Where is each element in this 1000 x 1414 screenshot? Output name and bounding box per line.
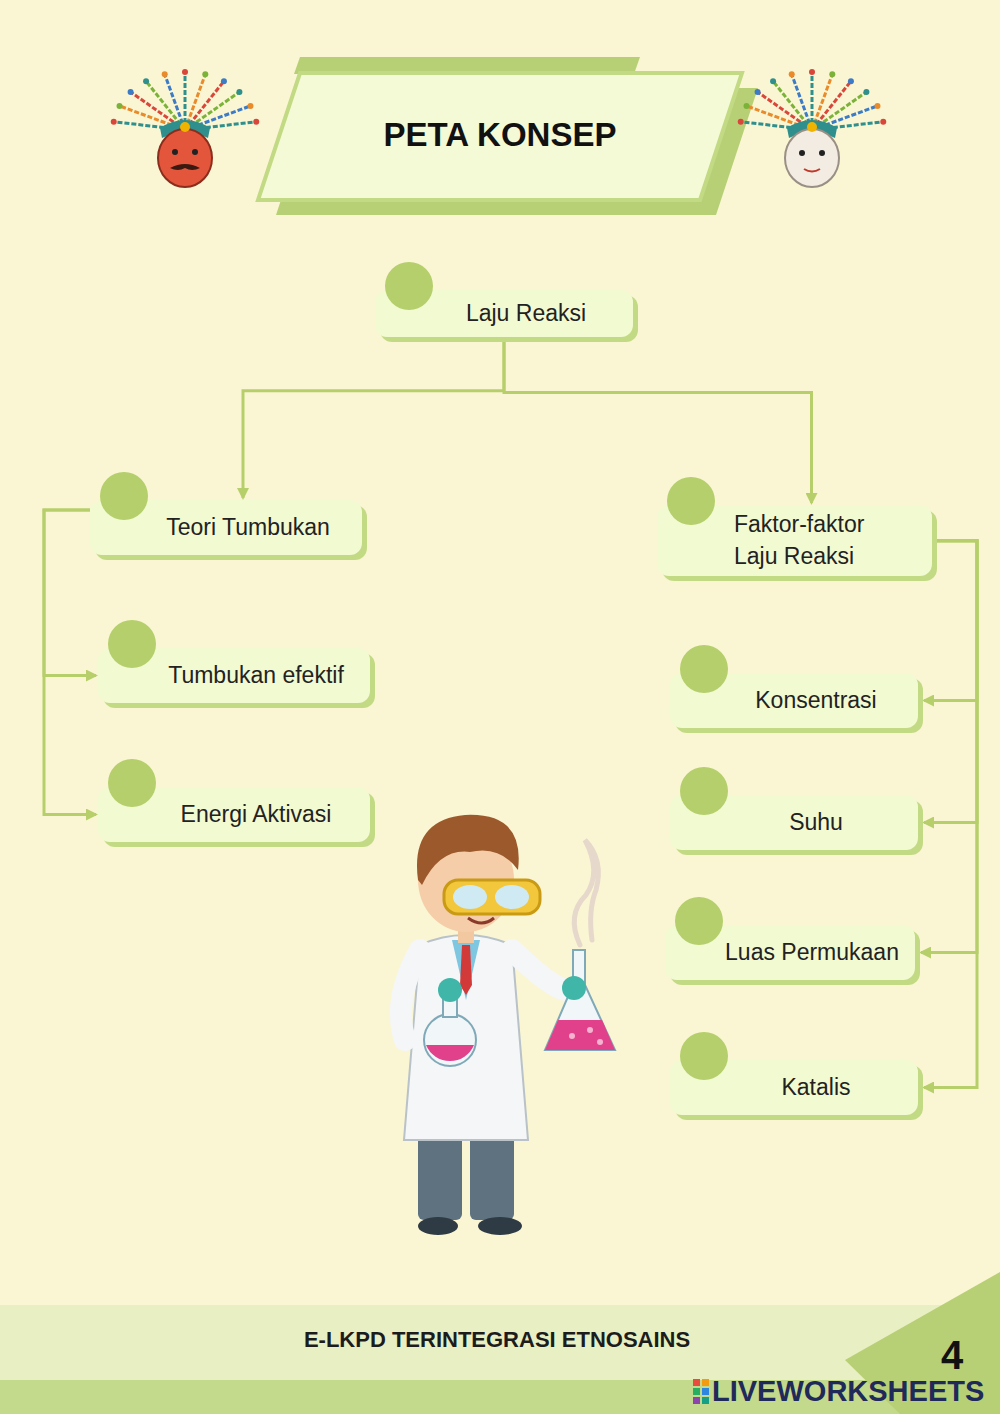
feather-tip: [809, 69, 815, 75]
feather-tip: [182, 69, 188, 75]
concept-label: Energi Aktivasi: [181, 799, 332, 831]
feather-tip: [829, 71, 835, 77]
footer-band: [0, 1305, 1000, 1383]
scientist-figure: [401, 815, 615, 1235]
connector-arrow: [243, 337, 504, 498]
concept-box: Luas Permukaan: [665, 925, 915, 980]
concept-label: Teori Tumbukan: [166, 512, 330, 544]
feather-tip: [863, 89, 869, 95]
feather-tip: [880, 119, 886, 125]
feather-tip: [162, 71, 168, 77]
feather-tip: [143, 78, 149, 84]
footer-text: E-LKPD TERINTEGRASI ETNOSAINS: [304, 1327, 690, 1353]
node-dot: [680, 1032, 728, 1080]
feather-tip: [738, 119, 744, 125]
feather-tip: [848, 78, 854, 84]
concept-box: Energi Aktivasi: [98, 787, 370, 842]
feather-tip: [770, 78, 776, 84]
node-dot: [385, 262, 433, 310]
logo-icon: [693, 1379, 709, 1404]
feather-tip: [253, 119, 259, 125]
feather-tip: [755, 89, 761, 95]
concept-box: Faktor-faktor Laju Reaksi: [657, 505, 932, 576]
concept-box: Tumbukan efektif: [98, 648, 370, 703]
concept-label: Katalis: [781, 1072, 850, 1104]
mask-left: [158, 120, 212, 187]
feather-tip: [744, 103, 750, 109]
feather-tip: [789, 71, 795, 77]
concept-label: Laju Reaksi: [466, 298, 586, 330]
mask-right: [785, 120, 839, 187]
connector-arrow: [44, 510, 96, 815]
connector-arrow: [44, 510, 96, 676]
connector-arrow: [921, 541, 977, 953]
feather-tip: [111, 119, 117, 125]
concept-box: Teori Tumbukan: [90, 500, 362, 555]
page-number: 4: [941, 1333, 963, 1378]
node-dot: [108, 759, 156, 807]
feather-tip: [236, 89, 242, 95]
concept-box: Laju Reaksi: [375, 290, 633, 337]
watermark: LIVEWORKSHEETS: [712, 1375, 984, 1408]
concept-label: Faktor-faktor Laju Reaksi: [734, 509, 899, 572]
node-dot: [108, 620, 156, 668]
concept-box: Katalis: [670, 1060, 918, 1115]
concept-box: Suhu: [670, 795, 918, 850]
feather-tip: [247, 103, 253, 109]
concept-label: Tumbukan efektif: [168, 660, 344, 692]
connector-arrow: [504, 337, 812, 503]
feather-tip: [128, 89, 134, 95]
node-dot: [680, 767, 728, 815]
feather-tip: [874, 103, 880, 109]
feather-tip: [221, 78, 227, 84]
page-title: PETA KONSEP: [384, 116, 617, 154]
node-dot: [675, 897, 723, 945]
connector-arrow: [924, 541, 977, 823]
concept-label: Suhu: [789, 807, 843, 839]
concept-label: Konsentrasi: [755, 685, 876, 717]
feather-tip: [117, 103, 123, 109]
concept-label: Luas Permukaan: [725, 937, 899, 969]
node-dot: [100, 472, 148, 520]
title-banner: [258, 73, 742, 200]
connector-arrow: [924, 541, 977, 1088]
node-dot: [667, 477, 715, 525]
concept-box: Konsentrasi: [670, 673, 918, 728]
node-dot: [680, 645, 728, 693]
feather-tip: [202, 71, 208, 77]
